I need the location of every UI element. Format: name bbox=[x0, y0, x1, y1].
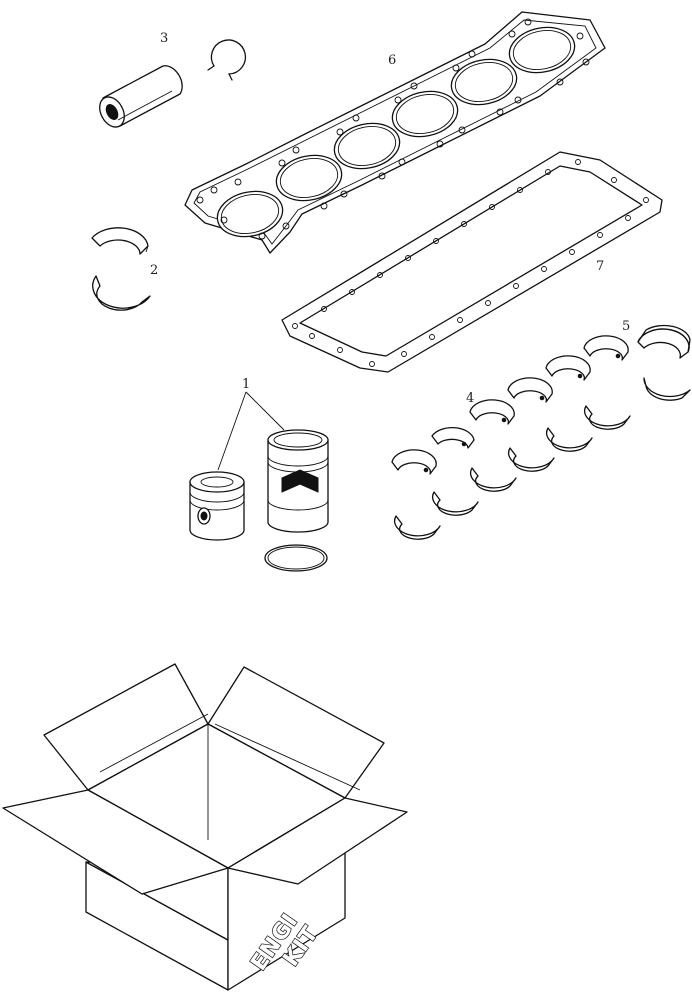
callout-1: 1 bbox=[242, 377, 250, 392]
callout-6: 6 bbox=[388, 53, 396, 68]
cylinder-liner bbox=[267, 429, 329, 533]
oil-pan-gasket bbox=[281, 151, 663, 373]
callout-5: 5 bbox=[622, 319, 630, 334]
callout-7: 7 bbox=[596, 259, 604, 274]
liner-seal-ring bbox=[264, 544, 328, 572]
callout-4: 4 bbox=[466, 391, 474, 406]
kit-box: ENGI KIT bbox=[2, 663, 408, 991]
main-bearing-set bbox=[391, 335, 631, 540]
piston bbox=[189, 471, 245, 541]
conrod-bearing-pair bbox=[91, 227, 151, 311]
callout-3: 3 bbox=[160, 31, 168, 46]
snap-ring bbox=[207, 39, 247, 81]
thrust-bearing bbox=[637, 324, 691, 401]
callout-1-leaders bbox=[217, 391, 285, 471]
piston-pin bbox=[99, 65, 183, 128]
head-gasket bbox=[184, 11, 606, 254]
callout-2: 2 bbox=[150, 263, 158, 278]
